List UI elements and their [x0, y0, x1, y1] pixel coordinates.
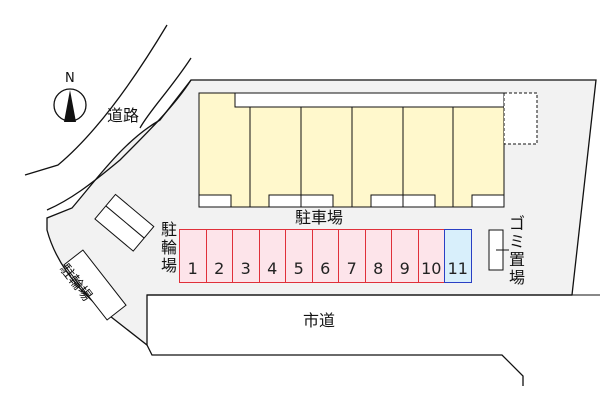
parking-slot[interactable]: 8 — [364, 229, 392, 283]
parking-slot-number: 3 — [240, 259, 251, 278]
parking-slot[interactable]: 10 — [417, 229, 445, 283]
char: ミ — [508, 232, 525, 251]
road-edge-inner — [139, 57, 192, 129]
compass-north-label: N — [65, 71, 75, 86]
garbage-label: ゴ ミ 置 場 — [508, 215, 526, 287]
bike-parking-right-label: 駐 輪 場 — [160, 221, 178, 275]
parking-slot[interactable]: 5 — [285, 229, 313, 283]
parking-slot[interactable]: 4 — [258, 229, 286, 283]
parking-slot-number: 1 — [187, 259, 198, 278]
parking-slot[interactable]: 1 — [179, 229, 207, 283]
parking-slot[interactable]: 2 — [205, 229, 233, 283]
parking-slot-number: 7 — [346, 259, 357, 278]
char: 場 — [508, 268, 525, 287]
city-road-edge — [146, 344, 524, 386]
parking-label: 駐車場 — [295, 208, 344, 227]
parking-slot-number: 11 — [447, 259, 468, 278]
parking-slot-number: 2 — [214, 259, 225, 278]
parking-slot-number: 8 — [373, 259, 384, 278]
road-edge-outer — [24, 24, 168, 176]
bike-parking-left-box — [63, 249, 127, 321]
char: 置 — [508, 250, 525, 269]
parking-slot-number: 4 — [267, 259, 278, 278]
road-label: 道路 — [107, 106, 140, 125]
apartment-building — [198, 92, 538, 208]
parking-slot[interactable]: 9 — [391, 229, 419, 283]
bike-shelter — [94, 193, 155, 252]
char: 駐 — [160, 220, 177, 239]
char: 輪 — [160, 238, 177, 257]
parking-slot[interactable]: 6 — [311, 229, 339, 283]
parking-slot[interactable]: 11 — [444, 229, 472, 283]
parking-slot[interactable]: 3 — [232, 229, 260, 283]
city-road-label: 市道 — [303, 311, 336, 330]
compass — [53, 88, 87, 122]
parking-slot-number: 5 — [293, 259, 304, 278]
char: 場 — [160, 256, 177, 275]
parking-slot-number: 9 — [399, 259, 410, 278]
char: ゴ — [508, 214, 525, 233]
parking-slot-number: 10 — [421, 259, 442, 278]
parking-slot[interactable]: 7 — [338, 229, 366, 283]
parking-slot-number: 6 — [320, 259, 331, 278]
